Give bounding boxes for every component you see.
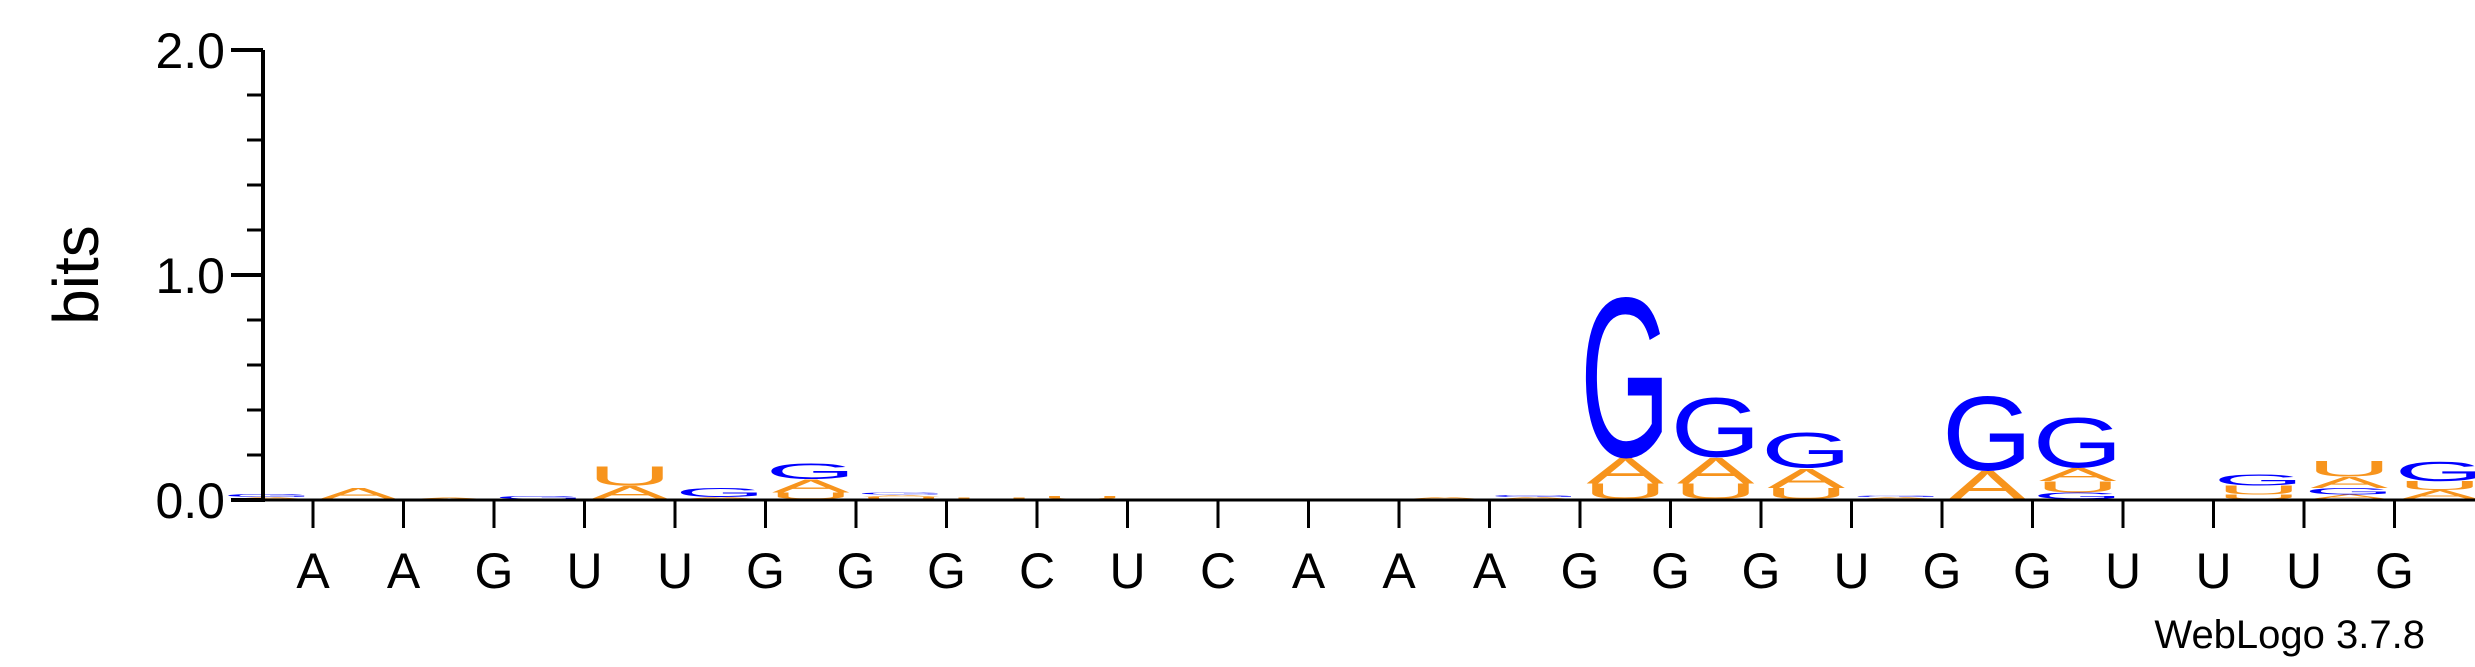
logo-letter-g: G — [766, 459, 856, 484]
x-tick-label: G — [2375, 543, 2414, 599]
logo-letter-g: G — [1671, 380, 1761, 475]
logo-letter-g: G — [2214, 471, 2304, 489]
y-ticks: 0.0 1.0 2.0 — [155, 23, 263, 529]
logo-letter-u: U — [2217, 483, 2301, 497]
logo-letter-g: G — [1942, 373, 2032, 492]
logo-letter-g: G — [675, 485, 765, 499]
x-tick-label: A — [1473, 543, 1507, 599]
logo-letter-u: U — [2217, 493, 2301, 500]
logo-letter-u: U — [769, 491, 853, 501]
logo-letter-a: A — [410, 498, 488, 500]
logo-letter-g: G — [2304, 486, 2394, 496]
x-tick-label: G — [1561, 543, 1600, 599]
x-tick-label: U — [2286, 543, 2322, 599]
weblogo-credit: WebLogo 3.7.8 — [2154, 613, 2425, 657]
x-tick-label: G — [837, 543, 876, 599]
logo-letter-g: G — [856, 492, 946, 495]
x-tick-label: U — [1109, 543, 1145, 599]
logo-letter-a: A — [2310, 474, 2388, 492]
x-tick-label: A — [1292, 543, 1326, 599]
x-tick-label: C — [1019, 543, 1055, 599]
logo-letter-a: A — [2401, 488, 2475, 502]
logo-letter-a: A — [591, 482, 669, 503]
x-tick-label: U — [2105, 543, 2141, 599]
logo-letter-u: U — [1764, 485, 1848, 503]
x-tick-label: G — [1651, 543, 1690, 599]
x-tick-label: G — [746, 543, 785, 599]
logo-letter-a: A — [2310, 493, 2388, 500]
x-tick-label: A — [1382, 543, 1416, 599]
x-tick-label: G — [1742, 543, 1781, 599]
logo-letter-g: G — [2395, 455, 2475, 487]
x-tick-label: U — [657, 543, 693, 599]
axes — [261, 50, 2475, 502]
x-tick-label: C — [1200, 543, 1236, 599]
x-tick-label: U — [566, 543, 602, 599]
logo-letter-u: U — [588, 460, 672, 492]
logo-letter-g: G — [1490, 494, 1580, 497]
x-tick-label: U — [2195, 543, 2231, 599]
logo-letter-a: A — [1767, 462, 1845, 494]
logo-letter-u: U — [950, 498, 1034, 500]
x-tick-label: G — [475, 543, 514, 599]
y-tick-label: 1.0 — [155, 248, 225, 304]
logo-letter-u: U — [2307, 457, 2391, 482]
x-tick-label: G — [927, 543, 966, 599]
y-tick-label: 0.0 — [155, 473, 225, 529]
logo-letter-u: U — [859, 496, 943, 499]
logo-letter-a: A — [1677, 450, 1755, 492]
y-tick-label: 2.0 — [155, 23, 225, 79]
x-tick-label: U — [1833, 543, 1869, 599]
y-axis-title: bits — [40, 225, 112, 325]
x-tick-label: A — [296, 543, 330, 599]
logo-letter-g: G — [2033, 404, 2123, 484]
logo-letter-a: A — [2039, 464, 2117, 485]
logo-letter-g: G — [223, 493, 313, 498]
logo-letter-g: G — [494, 495, 584, 500]
logo-letter-g: G — [1580, 251, 1670, 506]
logo-letter-a: A — [772, 475, 850, 496]
logo-letter-u: U — [2036, 478, 2120, 496]
logo-letter-u: U — [1040, 495, 1124, 500]
logo-letter-a: A — [319, 485, 397, 503]
logo-letter-g: G — [2033, 491, 2123, 501]
x-tick-label: G — [1923, 543, 1962, 599]
logo-letter-u: U — [2398, 479, 2475, 493]
logo-letter-g: G — [1761, 422, 1851, 478]
logo-letter-a: A — [681, 496, 759, 499]
x-tick-label: G — [2013, 543, 2052, 599]
logo-letter-a: A — [1586, 450, 1664, 492]
logo-letter-a: A — [862, 494, 940, 497]
logo-letter-g: G — [1852, 495, 1942, 497]
logo-letter-a: A — [1405, 496, 1483, 499]
logo-letter-a: A — [229, 496, 307, 499]
x-tick-label: A — [387, 543, 421, 599]
logo-letter-a: A — [1496, 496, 1574, 499]
logo-letter-a: A — [1858, 496, 1936, 499]
